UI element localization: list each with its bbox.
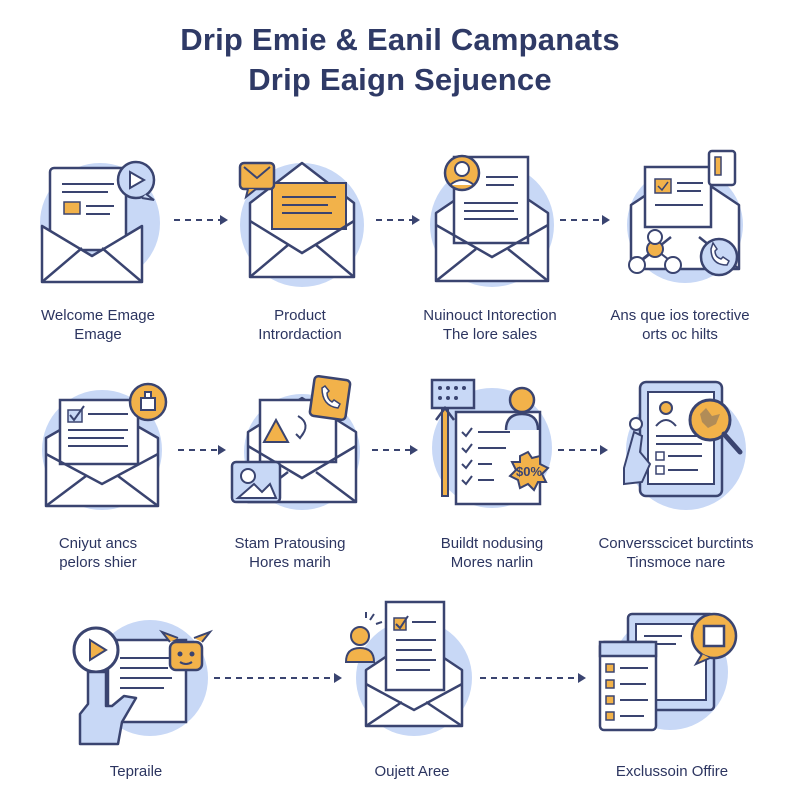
step-label: Product Intrordaction <box>190 306 410 344</box>
arrow-right-icon <box>480 673 586 683</box>
arrow-right-icon <box>372 445 418 455</box>
tablet-search-icon <box>623 380 746 510</box>
step-label-line2: Tinsmoce nare <box>626 554 726 571</box>
arrow-right-icon <box>174 215 228 225</box>
video-hand-icon <box>72 620 214 746</box>
step-label: Oujett Aree <box>302 762 522 781</box>
step-label-line2: Emage <box>74 326 122 343</box>
arrow-right-icon <box>376 215 420 225</box>
person-document-envelope-icon <box>344 600 472 736</box>
step-label-line1: Nuinouct Intorection <box>423 307 557 324</box>
media-phone-envelope-icon <box>230 374 360 510</box>
step-label-line2: Intrordaction <box>258 326 342 343</box>
step-label-line2: The lore sales <box>442 326 538 343</box>
arrow-right-icon <box>560 215 610 225</box>
checklist-envelope-icon <box>42 382 168 510</box>
step-label: Stam Pratousing Hores marih <box>180 534 400 572</box>
step-label: Ans que ios torective orts oc hilts <box>570 306 790 344</box>
step-label-line1: Buildt nodusing <box>440 535 544 552</box>
step-label-line1: Oujett Aree <box>374 763 450 780</box>
step-label: Buildt nodusing Mores narlin <box>382 534 602 572</box>
diagram-subtitle: Drip Eaign Sejuence <box>248 62 552 97</box>
exclusive-offer-icon <box>598 612 738 732</box>
svg-text:$0%: $0% <box>516 464 542 479</box>
step-label-line1: Cniyut ancs <box>58 535 138 552</box>
diagram-title: Drip Emie & Eanil Campanats <box>180 22 620 57</box>
step-label: Exclussoin Offire <box>562 762 782 781</box>
arrow-right-icon <box>558 445 608 455</box>
step-label: Cniyut ancs pelors shier <box>0 534 208 572</box>
step-label-line1: Stam Pratousing <box>234 535 346 552</box>
step-label-line2: pelors shier <box>59 554 137 571</box>
person-letter-envelope-icon <box>430 154 554 287</box>
step-label-line1: Product <box>274 307 326 324</box>
step-label-line2: orts oc hilts <box>642 326 718 343</box>
step-label-line1: Tepraile <box>109 763 163 780</box>
step-label-line1: Exclussoin Offire <box>615 763 729 780</box>
step-label: Conversscicet burctints Tinsmoce nare <box>566 534 786 572</box>
network-phone-envelope-icon <box>627 149 743 283</box>
welcome-email-chat-icon <box>40 160 160 284</box>
step-label-line1: Conversscicet burctints <box>598 535 754 552</box>
step-label: Welcome Emage Emage <box>0 306 208 344</box>
checklist-discount-icon: $0% <box>430 378 552 508</box>
step-label-line2: Hores marih <box>249 554 331 571</box>
arrow-right-icon <box>178 445 226 455</box>
arrow-right-icon <box>214 673 342 683</box>
step-label-line2: Mores narlin <box>450 554 534 571</box>
step-label-line1: Welcome Emage <box>41 307 155 324</box>
step-label-line1: Ans que ios torective <box>610 307 750 324</box>
step-label: Nuinouct Intorection The lore sales <box>380 306 600 344</box>
step-label: Tepraile <box>26 762 246 781</box>
product-intro-envelope-icon <box>238 161 364 287</box>
